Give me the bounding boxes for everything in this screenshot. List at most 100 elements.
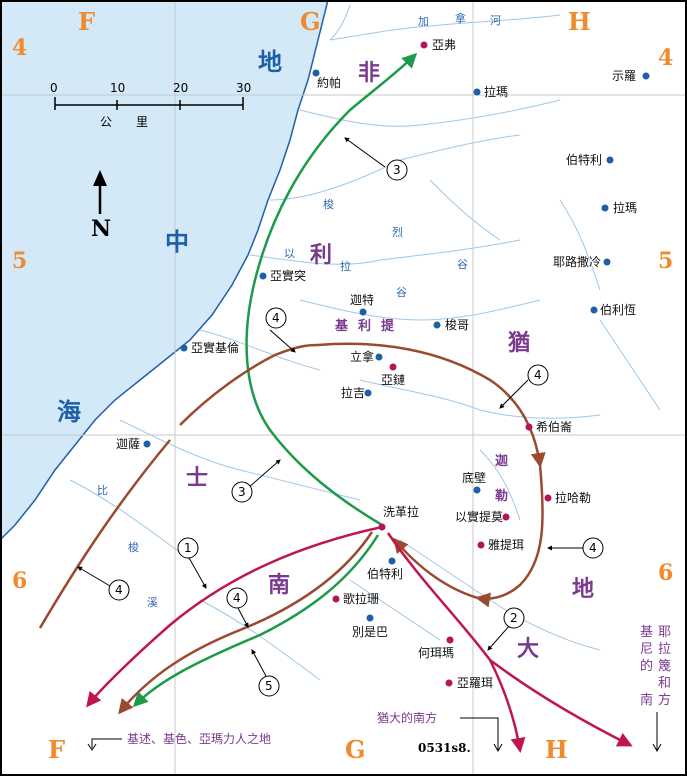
place-bethel-north: 伯特利	[566, 152, 602, 167]
north-arrow-icon: N	[91, 170, 111, 242]
numbered-circle-icon: 4	[582, 537, 604, 559]
place-rama-north: 拉瑪	[484, 84, 508, 99]
mediterranean-sea	[0, 0, 329, 542]
town-dot-icon	[544, 494, 552, 502]
grid-number-right-5: 5	[658, 248, 673, 274]
route-red-southeast	[489, 658, 633, 747]
grid-number-left-6: 6	[12, 568, 27, 594]
town-dot-icon	[143, 440, 151, 448]
town-dot-icon	[473, 88, 481, 96]
route-red-west	[86, 525, 383, 708]
grid-letter-top-h: H	[568, 7, 591, 36]
numbered-circle-icon: 2	[503, 607, 525, 629]
route-marker-5: 5	[265, 679, 273, 693]
judah-char-2: 大	[517, 637, 539, 662]
scale-tick-20: 20	[173, 81, 188, 95]
besor-char-3: 溪	[147, 596, 158, 609]
galilee-river-char-1: 加	[418, 15, 429, 28]
grid-number-left-5: 5	[12, 248, 27, 274]
place-jerusalem: 耶路撒冷	[553, 254, 601, 269]
sea-char-2: 中	[165, 228, 189, 256]
route-brown-east	[317, 342, 546, 468]
route-brown-mid	[179, 343, 319, 426]
note-kenite-char-5: 基	[640, 625, 653, 640]
town-dot-icon	[477, 541, 485, 549]
numbered-circle-icon: 5	[258, 675, 280, 697]
marker-leaders	[77, 137, 585, 679]
place-joppa: 約帕	[317, 75, 341, 90]
sorek-char-3: 谷	[457, 258, 468, 271]
route-green-sw	[132, 534, 380, 708]
town-dot-icon	[312, 69, 320, 77]
grid-letter-bottom-f: F	[48, 735, 65, 764]
town-dot-icon	[502, 513, 510, 521]
ezrachi-char-1: 迦	[495, 453, 508, 469]
place-adullam: 亞鏈	[381, 372, 405, 387]
besor-char-2: 梭	[128, 540, 139, 554]
route-marker-3-north: 3	[393, 163, 401, 177]
route-brown-loop	[475, 464, 544, 608]
grid-letter-bottom-g: G	[345, 735, 366, 764]
note-kenite-char-1: 耶	[658, 625, 671, 640]
route-marker-4-b: 4	[534, 368, 542, 382]
place-bethlehem: 伯利恆	[600, 302, 636, 317]
sorek-char-2: 烈	[392, 225, 403, 239]
scale-bar: 0 10 20 30 公 里	[50, 81, 251, 129]
grid-letter-top-f: F	[78, 7, 95, 36]
route-green-north	[245, 52, 418, 527]
route-red-south	[386, 532, 526, 753]
scale-unit-label: 公 里	[100, 115, 148, 129]
place-libnah: 立拿	[350, 349, 374, 364]
bottom-notes: 基述、基色、亞瑪力人之地 猶大的南方 耶 拉 篾 和 基 尼 的 南 方 053…	[87, 625, 671, 755]
route-marker-4-d: 4	[115, 583, 123, 597]
town-dot-icon	[389, 363, 397, 371]
town-dot-icon	[259, 272, 267, 280]
numbered-circle-icon: 4	[527, 364, 549, 386]
place-carmel: 拉哈勒	[555, 490, 591, 505]
note-kenite-char-8: 南	[640, 692, 653, 708]
grid-number-left-4: 4	[12, 35, 27, 61]
scale-tick-0: 0	[50, 81, 58, 95]
grid-letter-bottom-h: H	[545, 735, 568, 764]
town-dot-icon	[473, 486, 481, 494]
route-marker-4-a: 4	[272, 311, 280, 325]
town-dot-icon	[378, 523, 386, 531]
philistia-char-2: 利	[310, 243, 332, 268]
town-dot-icon	[446, 636, 454, 644]
town-dot-icon	[364, 389, 372, 397]
negev-char-1: 南	[268, 573, 290, 598]
place-lachish: 拉吉	[341, 385, 365, 400]
elah-char-2: 拉	[340, 259, 351, 273]
place-debir: 底壁	[462, 470, 486, 485]
town-dot-icon	[590, 306, 598, 314]
numbered-circle-icon: 4	[108, 579, 130, 601]
town-dot-icon	[642, 72, 650, 80]
note-kenite-char-9: 方	[658, 692, 671, 708]
note-kenite-char-4: 和	[658, 676, 671, 691]
scale-tick-10: 10	[110, 81, 125, 95]
routes	[38, 52, 633, 753]
place-rama-east: 拉瑪	[613, 200, 637, 215]
judah-char-1: 猶	[507, 330, 530, 356]
route-markers: 1 2 3 4 4 4 4 4	[108, 159, 604, 697]
place-eshtemoa: 以實提莫	[455, 509, 503, 524]
place-beersheba: 別是巴	[352, 625, 388, 639]
elah-char-1: 以	[284, 247, 295, 260]
philistia-char-3: 士	[186, 466, 208, 491]
scale-tick-30: 30	[236, 81, 251, 95]
galilee-river-char-2: 拿	[455, 11, 466, 25]
ezrachi-char-2: 勒	[495, 488, 508, 504]
grid-number-right-4: 4	[658, 45, 673, 71]
place-aphek: 亞弗	[432, 38, 456, 52]
note-kenite-char-7: 的	[640, 658, 653, 674]
route-brown-sw	[38, 439, 171, 629]
town-dot-icon	[388, 557, 396, 565]
judah-char-3: 地	[572, 577, 594, 602]
route-marker-4-e: 4	[233, 591, 241, 605]
grid-number-right-6: 6	[658, 560, 673, 586]
compass-label: N	[91, 216, 111, 242]
town-dot-icon	[180, 344, 188, 352]
numbered-circle-icon: 3	[386, 159, 408, 181]
